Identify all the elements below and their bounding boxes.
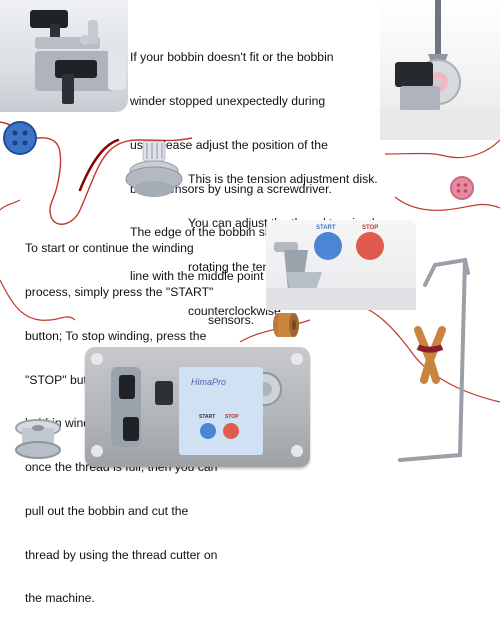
thread-curves (0, 121, 500, 403)
closeup-stop-label: STOP (362, 225, 379, 231)
device-control-panel: HimaPro START STOP (179, 367, 263, 455)
thread-spool (273, 313, 299, 337)
tension-knob-photo (125, 141, 183, 197)
instruction-sensor-line-6: line with the middle point of the (130, 269, 298, 284)
screwdriver-photo (380, 0, 500, 140)
metal-bobbin (15, 419, 61, 459)
start-stop-panel-photo: START STOP (266, 220, 416, 310)
device-brand-label: HimaPro (191, 377, 227, 387)
instruction-sensor-line-2: winder stopped unexpectedly during (130, 93, 326, 108)
instruction-winding-line-8: thread by using the thread cutter on (25, 547, 218, 562)
instruction-winding-line-3: button; To stop winding, press the (25, 328, 207, 343)
instruction-winding-line-1: To start or continue the winding (25, 241, 194, 256)
device-start-button (200, 423, 216, 439)
instruction-tension-line-4: counterclockwise. (188, 303, 285, 318)
instruction-winding-line-9: the machine. (25, 591, 95, 606)
wire-thread-guide (398, 257, 470, 462)
instruction-tension-line-1: This is the tension adjustment disk. (188, 172, 378, 187)
clothespin-with-thread (414, 326, 446, 384)
sewing-button-blue (3, 121, 37, 155)
device-start-label: START (199, 414, 216, 420)
device-stop-button (223, 423, 239, 439)
instruction-sensor-line-1: If your bobbin doesn't fit or the bobbin (130, 50, 334, 65)
bobbin-sensor-photo (0, 0, 128, 112)
instruction-winding-line-2: process, simply press the "START" (25, 284, 214, 299)
instruction-sensor-line-7: sensors. (208, 312, 255, 327)
instruction-winding-line-7: pull out the bobbin and cut the (25, 503, 189, 518)
sewing-button-pink (450, 176, 474, 200)
bobbin-winder-device: HimaPro START STOP (85, 347, 310, 467)
closeup-start-label: START (316, 225, 336, 231)
device-stop-label: STOP (225, 414, 239, 420)
